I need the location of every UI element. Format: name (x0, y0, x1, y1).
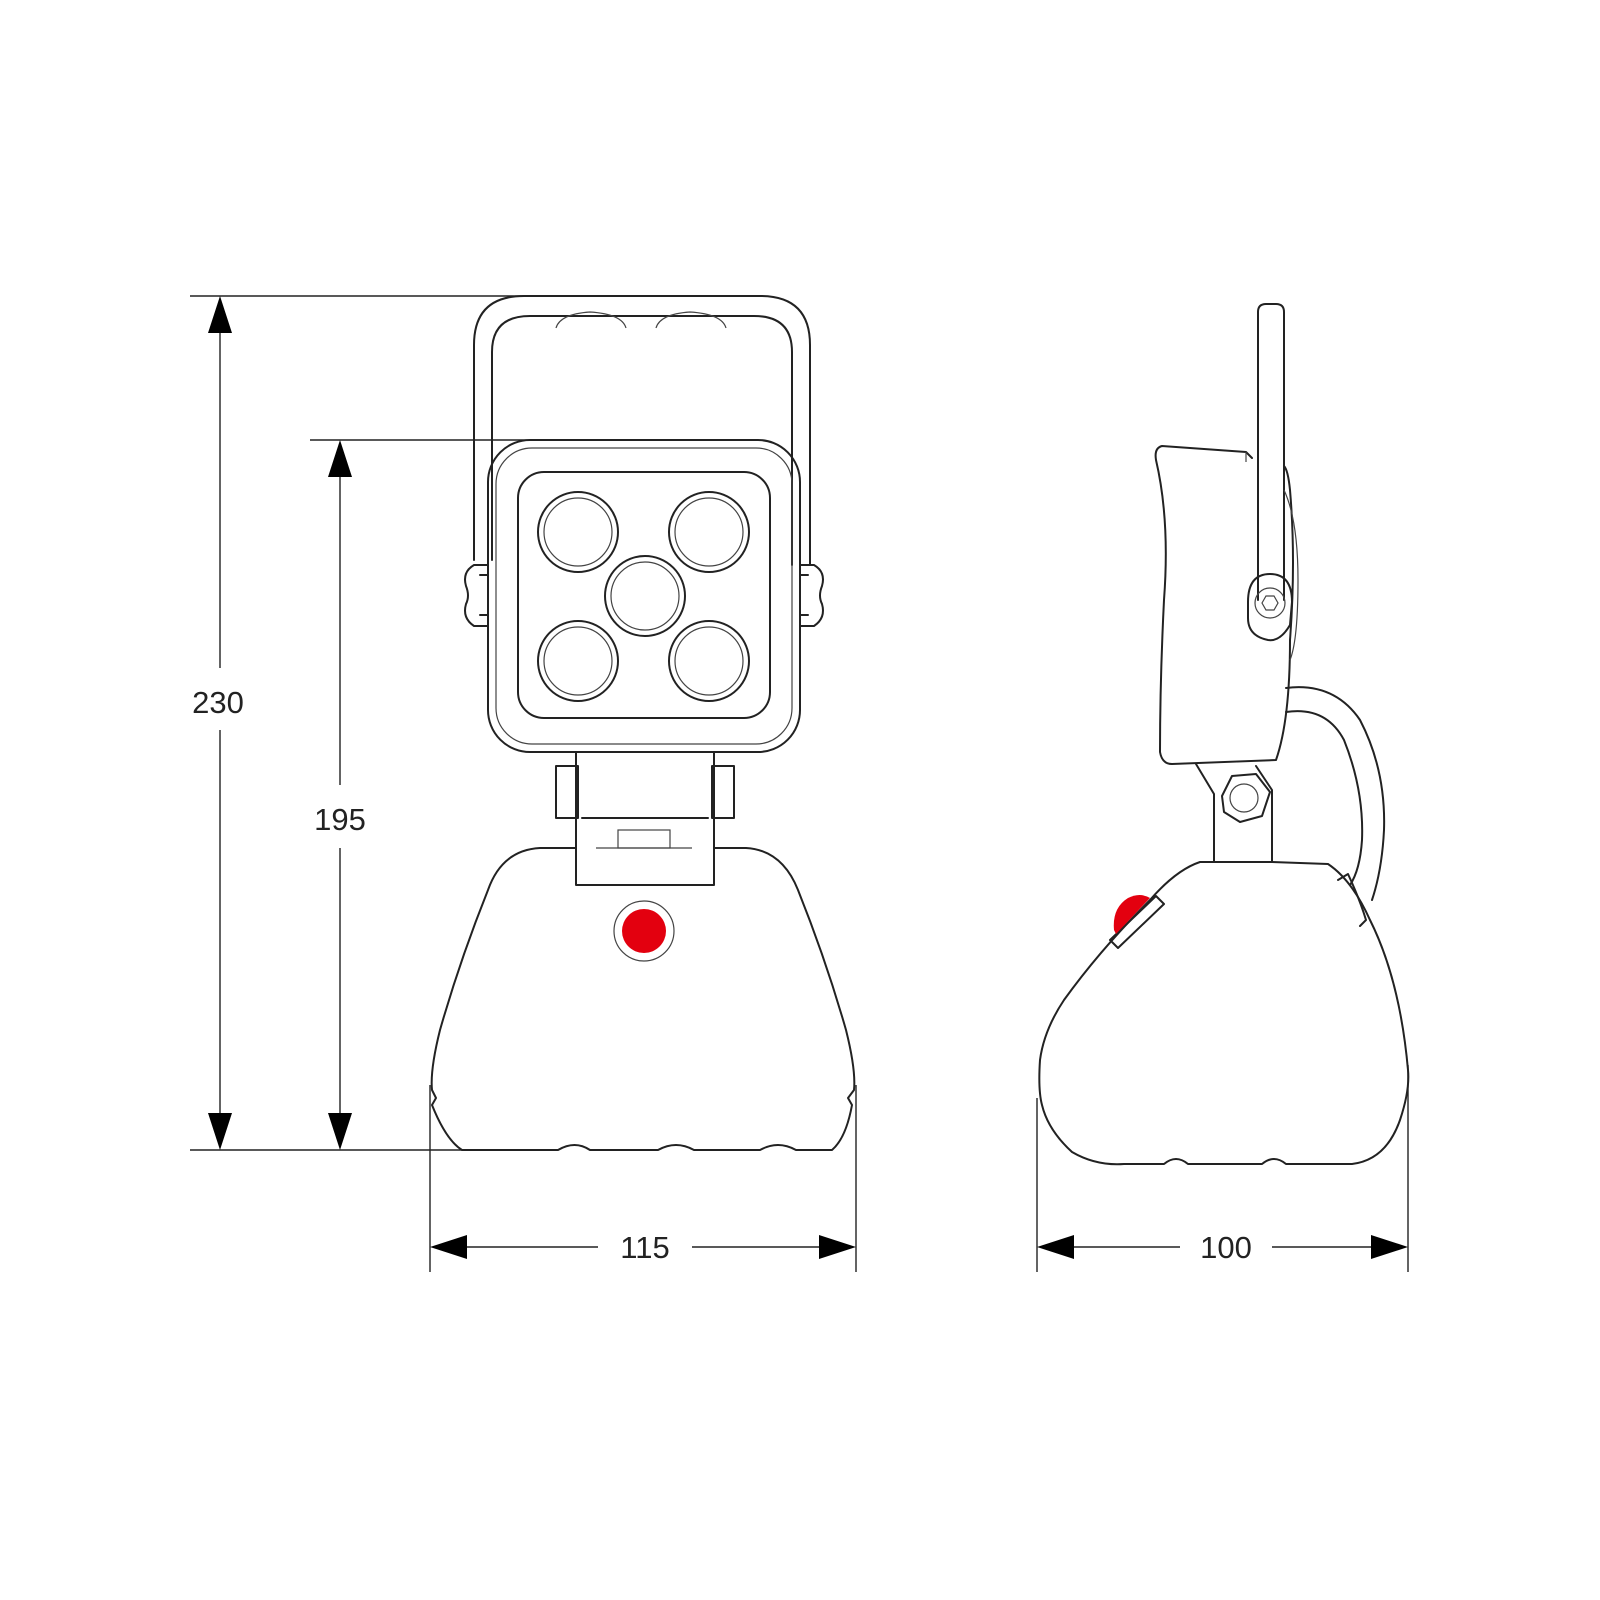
led-lens-icon (668, 620, 750, 702)
arrow-down-icon (328, 1113, 352, 1150)
right-knob (799, 564, 824, 627)
arrow-left-icon (1037, 1235, 1074, 1259)
side-base-body (1038, 861, 1410, 1166)
side-lamp-head (1154, 445, 1294, 765)
arrow-right-icon (819, 1235, 856, 1259)
hex-nut-icon (1221, 773, 1271, 823)
left-knob (464, 564, 489, 627)
led-array (537, 491, 750, 702)
side-bracket (1195, 763, 1273, 863)
hex-bolt-icon (1247, 573, 1293, 642)
side-handle-bar (1257, 303, 1285, 601)
top-led-humps (555, 311, 727, 329)
arrow-right-icon (1371, 1235, 1408, 1259)
dimension-label-230: 230 (192, 685, 244, 720)
dimension-lines: 230 195 115 100 (190, 295, 1409, 1272)
dimension-100: 100 (1037, 1230, 1408, 1265)
lens-panel (517, 471, 771, 719)
led-lens-icon (537, 491, 619, 573)
dimension-230: 230 (192, 296, 244, 1150)
dimension-label-115: 115 (620, 1230, 669, 1265)
dimension-115: 115 (430, 1230, 856, 1265)
arrow-up-icon (208, 296, 232, 333)
arrow-left-icon (430, 1235, 467, 1259)
swivel-bracket (555, 751, 735, 886)
led-lens-icon (537, 620, 619, 702)
dimension-195: 195 (314, 440, 366, 1150)
lamp-head (487, 439, 801, 753)
side-rear-arm (1285, 686, 1386, 901)
base-body (430, 847, 856, 1151)
arrow-up-icon (328, 440, 352, 477)
side-view (1038, 303, 1410, 1166)
arrow-down-icon (208, 1113, 232, 1150)
power-button-icon (613, 900, 675, 962)
led-lens-icon (604, 555, 686, 637)
carry-handle (473, 295, 811, 566)
power-button-icon (1109, 895, 1165, 949)
dimension-label-100: 100 (1200, 1230, 1252, 1265)
dimension-label-195: 195 (314, 802, 366, 837)
led-lens-icon (668, 491, 750, 573)
front-view (430, 295, 856, 1151)
